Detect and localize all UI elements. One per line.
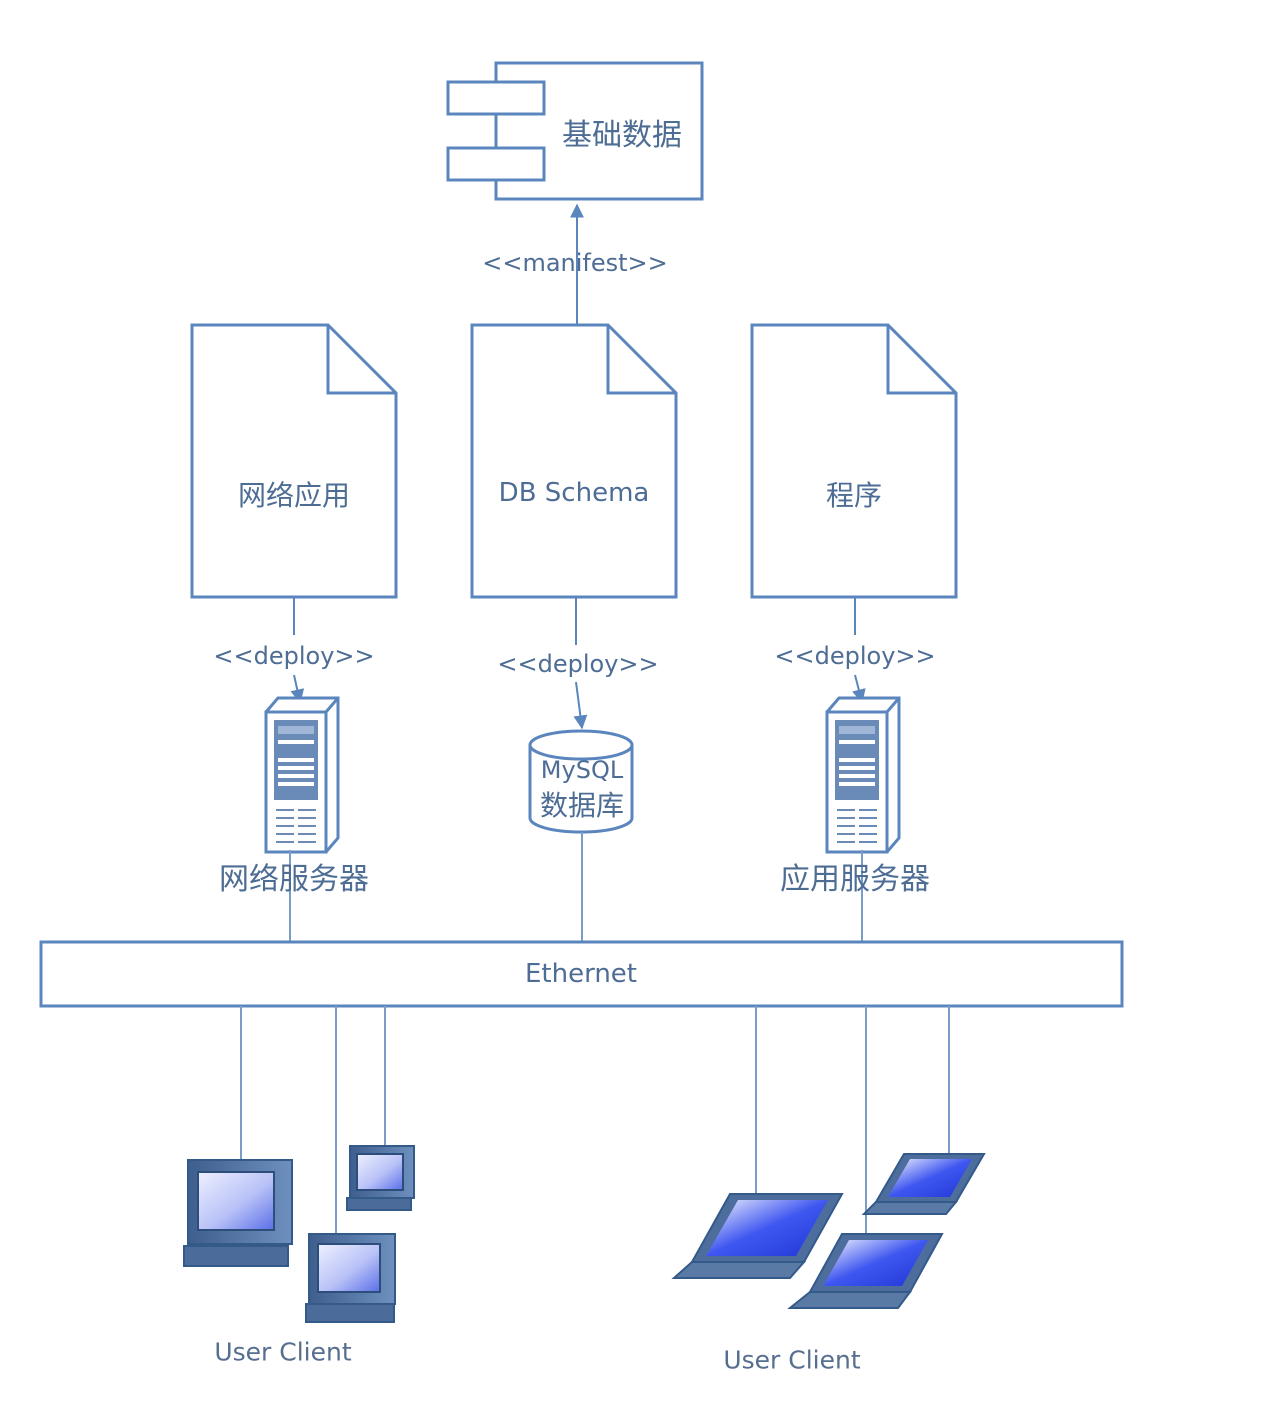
laptop-icon <box>861 1153 986 1215</box>
desktop-computer-icon <box>305 1233 396 1323</box>
document-icon <box>470 323 678 599</box>
uml-component-icon <box>446 61 704 201</box>
artifact-label-program: 程序 <box>825 479 883 512</box>
user-client-label-left: User Client <box>214 1337 352 1367</box>
ethernet-label: Ethernet <box>525 959 637 989</box>
ethernet-bus <box>39 940 1124 1008</box>
laptop-icon <box>787 1233 944 1309</box>
deploy-label-center: <<deploy>> <box>497 650 659 678</box>
server-tower-icon <box>264 696 340 854</box>
document-icon <box>750 323 958 599</box>
server-tower-icon <box>825 696 901 854</box>
deploy-label-right: <<deploy>> <box>774 642 936 670</box>
manifest-label: <<manifest>> <box>482 249 668 277</box>
web-server-label: 网络服务器 <box>219 862 369 897</box>
component-label: 基础数据 <box>562 118 682 153</box>
document-icon <box>190 323 398 599</box>
user-client-label-right: User Client <box>723 1345 861 1375</box>
laptop-icon <box>671 1193 844 1279</box>
database-label-line1: MySQL <box>540 756 624 784</box>
desktop-computer-icon <box>183 1159 293 1267</box>
database-label-line2: 数据库 <box>539 789 625 822</box>
deploy-label-left: <<deploy>> <box>213 642 375 670</box>
desktop-computer-icon <box>346 1145 415 1211</box>
deploy-arrow-center <box>573 681 588 730</box>
database-cylinder-icon <box>528 729 634 834</box>
artifact-label-web-app: 网络应用 <box>237 479 351 512</box>
app-server-label: 应用服务器 <box>780 862 930 897</box>
artifact-label-db-schema: DB Schema <box>498 478 650 508</box>
